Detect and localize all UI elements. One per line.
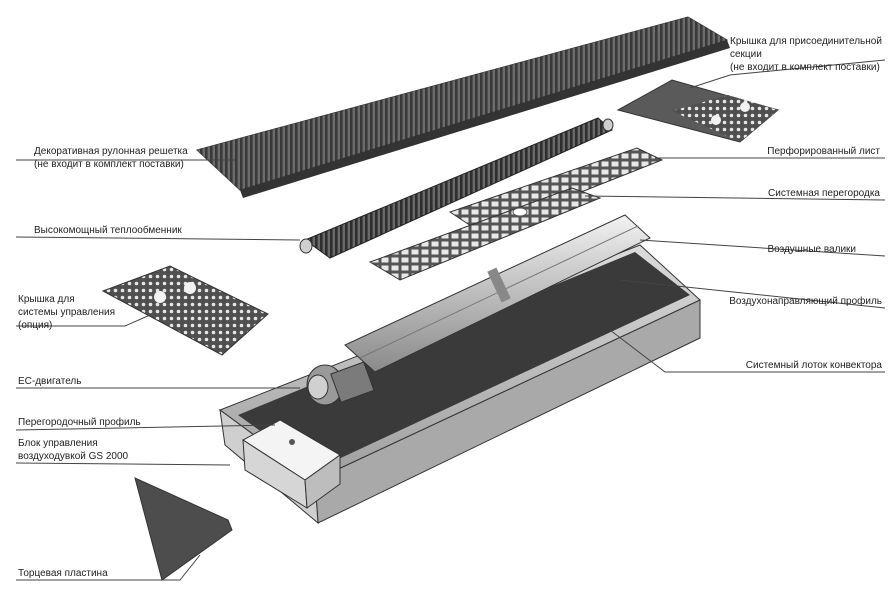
label-ec-motor: ЕС-двигатель <box>18 376 82 387</box>
label-heat-exchanger: Высокомощный теплообменник <box>34 225 182 236</box>
cover-hole <box>711 115 721 125</box>
ec-motor <box>306 361 375 406</box>
label-control-unit: Блок управления воздуходувкой GS 2000 <box>18 438 129 462</box>
heat-exchanger <box>299 117 614 259</box>
label-end-plate: Торцевая пластина <box>18 568 108 579</box>
control-unit-box <box>242 419 341 509</box>
control-cover <box>101 265 269 356</box>
cover-hole <box>154 291 166 303</box>
roll-grille <box>196 16 730 198</box>
label-roll-grille: Декоративная рулонная решетка (не входит… <box>34 146 188 170</box>
end-plate <box>134 477 233 581</box>
label-convector-tray: Системный лоток конвектора <box>745 360 882 371</box>
air-rollers <box>344 214 651 373</box>
system-partition <box>368 187 602 281</box>
label-system-partition: Системная перегородка <box>768 188 880 199</box>
label-partition-profile: Перегородочный профиль <box>18 417 141 428</box>
label-connection-cover: Крышка для присоединительной секции (не … <box>730 36 882 73</box>
cover-hole <box>740 102 750 112</box>
label-control-cover: Крышка для системы управления (опция) <box>18 294 115 331</box>
convector-tray <box>218 244 701 525</box>
label-perforated-sheet: Перфорированный лист <box>767 146 880 157</box>
cover-hole <box>184 282 196 294</box>
label-air-guide-profile: Воздухонаправляющий профиль <box>729 296 882 307</box>
label-air-rollers: Воздушные валики <box>767 244 856 255</box>
leader-lines <box>15 59 886 581</box>
connection-cover <box>616 79 780 143</box>
